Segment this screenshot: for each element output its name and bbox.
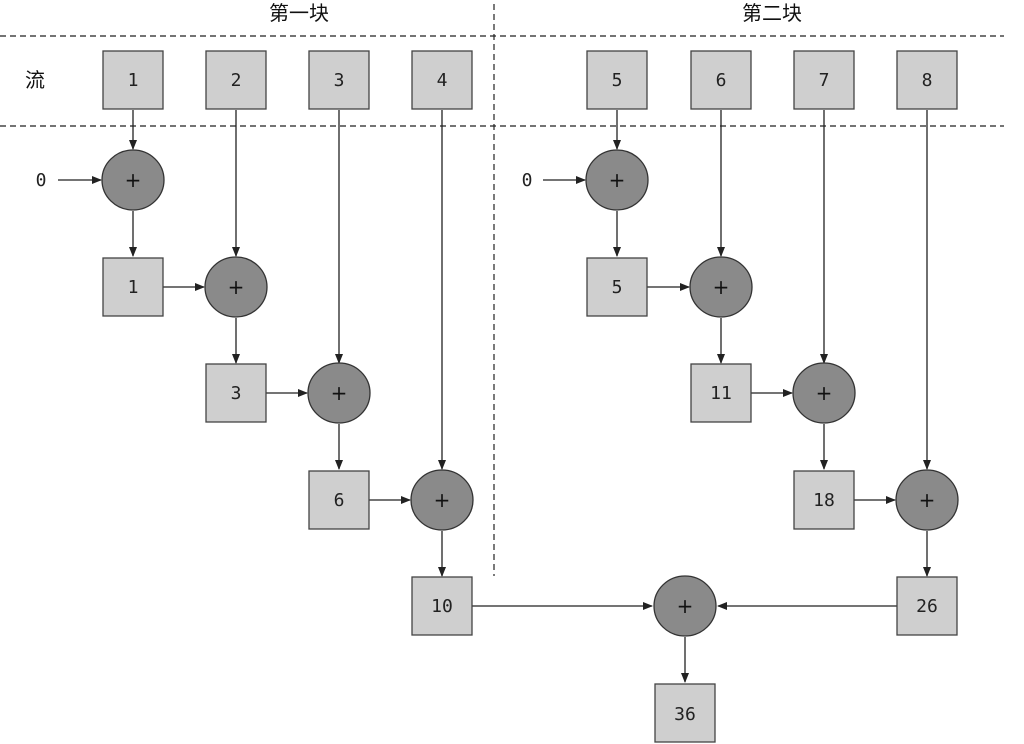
result-value: 36 xyxy=(674,704,696,725)
stream-box: 5 xyxy=(586,50,648,110)
block1-header: 第一块 xyxy=(269,1,329,25)
plus-sign: + xyxy=(609,168,626,192)
stream-value: 8 xyxy=(922,70,933,91)
stream-value: 1 xyxy=(128,70,139,91)
plus-sign: + xyxy=(677,594,694,618)
plus-sign: + xyxy=(125,168,142,192)
partial-value: 26 xyxy=(916,596,938,617)
partial-value: 18 xyxy=(813,490,835,511)
partial-box: 26 xyxy=(896,576,958,636)
partial-value: 11 xyxy=(710,383,732,404)
partial-box: 6 xyxy=(308,470,370,530)
stream-row-label: 流 xyxy=(25,68,45,92)
stream-box: 7 xyxy=(793,50,855,110)
partial-box: 3 xyxy=(205,363,267,423)
stream-box: 6 xyxy=(690,50,752,110)
adder-node: + xyxy=(307,362,371,424)
result-box: 36 xyxy=(654,683,716,743)
stream-value: 4 xyxy=(437,70,448,91)
stream-box: 8 xyxy=(896,50,958,110)
stream-box: 3 xyxy=(308,50,370,110)
block2-partials: 5 11 18 26 xyxy=(586,257,958,636)
partial-box: 18 xyxy=(793,470,855,530)
stream-value: 7 xyxy=(819,70,830,91)
block1-seed: 0 xyxy=(36,170,47,191)
block2-header: 第二块 xyxy=(742,1,802,25)
adder-node: + xyxy=(895,469,959,531)
partial-box: 5 xyxy=(586,257,648,317)
stream-row: 1 2 3 4 5 6 7 8 xyxy=(102,50,958,110)
partial-value: 1 xyxy=(128,277,139,298)
adder-node: + xyxy=(689,256,753,318)
plus-sign: + xyxy=(434,488,451,512)
partial-value: 6 xyxy=(334,490,345,511)
stream-value: 3 xyxy=(334,70,345,91)
partial-value: 3 xyxy=(231,383,242,404)
partial-value: 5 xyxy=(612,277,623,298)
partial-value: 10 xyxy=(431,596,453,617)
adder-node: + xyxy=(204,256,268,318)
block2-seed: 0 xyxy=(522,170,533,191)
plus-sign: + xyxy=(919,488,936,512)
adder-node: + xyxy=(410,469,474,531)
partial-box: 11 xyxy=(690,363,752,423)
arrows xyxy=(58,110,931,683)
stream-box: 4 xyxy=(411,50,473,110)
plus-sign: + xyxy=(713,275,730,299)
stream-box: 1 xyxy=(102,50,164,110)
adders: + + + + + + + + + xyxy=(101,149,959,637)
stream-value: 2 xyxy=(231,70,242,91)
adder-node: + xyxy=(101,149,165,211)
plus-sign: + xyxy=(228,275,245,299)
adder-node: + xyxy=(585,149,649,211)
partial-box: 1 xyxy=(102,257,164,317)
stream-value: 6 xyxy=(716,70,727,91)
stream-value: 5 xyxy=(612,70,623,91)
stream-box: 2 xyxy=(205,50,267,110)
plus-sign: + xyxy=(816,381,833,405)
plus-sign: + xyxy=(331,381,348,405)
block1-partials: 1 3 6 10 xyxy=(102,257,473,636)
adder-node: + xyxy=(792,362,856,424)
partial-box: 10 xyxy=(411,576,473,636)
combine-adder-node: + xyxy=(653,575,717,637)
